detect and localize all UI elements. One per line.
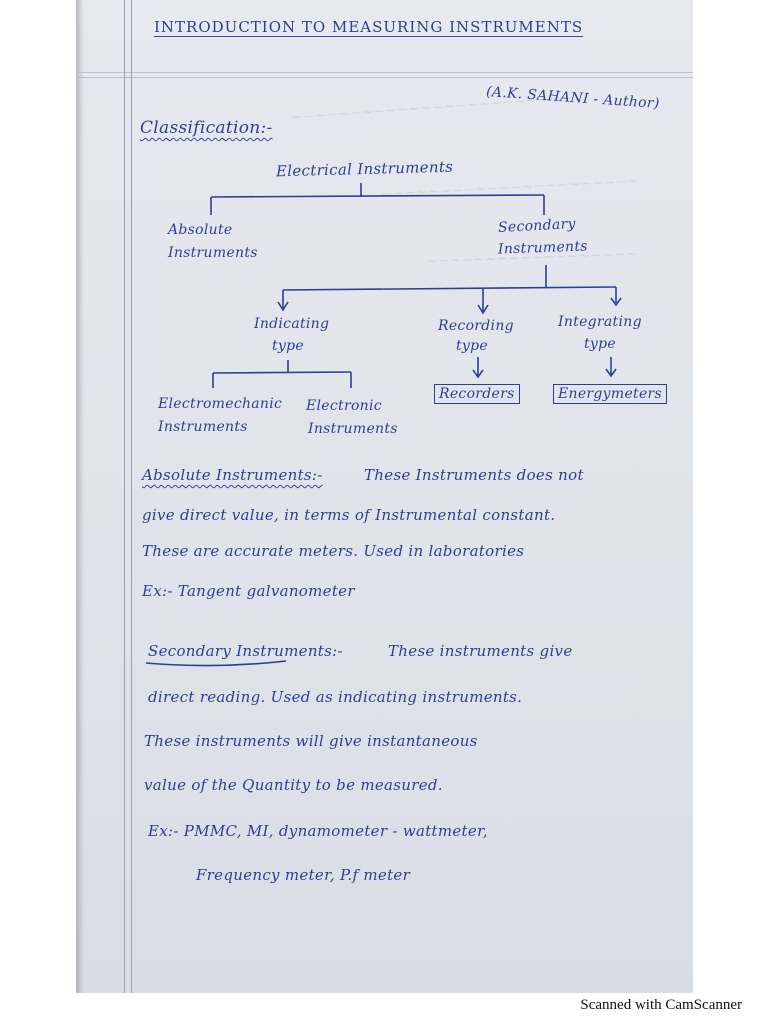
absolute-instruments-term: Absolute Instruments:- — [142, 466, 323, 484]
secondary-example-line2: Frequency meter, P.f meter — [196, 866, 411, 884]
header-rule-2 — [76, 77, 693, 78]
classification-heading: Classification:- — [140, 118, 273, 138]
absolute-instruments-node-line2: Instruments — [168, 245, 258, 261]
recorders-box: Recorders — [434, 384, 520, 404]
secondary-line-2: direct reading. Used as indicating instr… — [148, 688, 523, 706]
secondary-instruments-term: Secondary Instruments:- — [148, 642, 343, 660]
electronic-line2: Instruments — [308, 421, 398, 437]
header-rule-1 — [76, 72, 693, 73]
notebook-page: ~~~~~~~~~~~~~~~~~~~~~~~~ ~~~~~~~~~~~~~~~… — [76, 0, 693, 993]
page-title: INTRODUCTION TO MEASURING INSTRUMENTS — [154, 18, 584, 36]
secondary-example-line1: Ex:- PMMC, MI, dynamometer - wattmeter, — [148, 822, 488, 840]
recording-type-line2: type — [456, 338, 488, 354]
secondary-line-3: These instruments will give instantaneou… — [144, 732, 478, 750]
indicating-type-line2: type — [272, 338, 304, 354]
absolute-line-2: give direct value, in terms of Instrumen… — [142, 506, 556, 524]
secondary-line-4: value of the Quantity to be measured. — [144, 776, 443, 794]
scanner-watermark: Scanned with CamScanner — [580, 997, 742, 1013]
indicating-type-line1: Indicating — [254, 316, 330, 332]
absolute-line-3: These are accurate meters. Used in labor… — [142, 542, 525, 560]
electronic-line1: Electronic — [306, 398, 382, 414]
absolute-example: Ex:- Tangent galvanometer — [142, 582, 355, 600]
electromechanic-line1: Electromechanic — [158, 396, 283, 412]
integrating-type-line2: type — [584, 336, 616, 352]
electromechanic-line2: Instruments — [158, 419, 248, 435]
energymeters-box: Energymeters — [553, 384, 668, 404]
classification-tree-lines — [145, 183, 622, 667]
recording-type-line1: Recording — [438, 318, 514, 334]
secondary-line-1: These instruments give — [388, 642, 573, 660]
page-edge-shadow — [76, 0, 84, 993]
margin-line-2 — [131, 0, 132, 993]
absolute-instruments-node-line1: Absolute — [168, 222, 233, 238]
margin-line-1 — [124, 0, 125, 993]
secondary-instruments-node-line2: Instruments — [497, 238, 589, 258]
absolute-line-1: These Instruments does not — [364, 466, 584, 484]
integrating-type-line1: Integrating — [558, 314, 642, 330]
